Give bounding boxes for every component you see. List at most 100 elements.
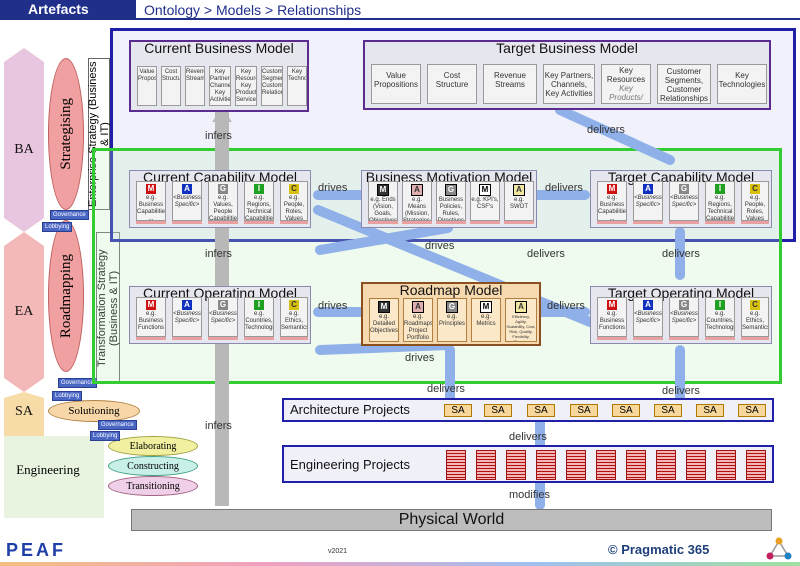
target-business-model: Target Business Model Value Propositions… bbox=[363, 40, 771, 110]
model-card[interactable]: Customer Segments, Customer Relationship… bbox=[261, 66, 283, 106]
lobbying-tag-2: Lobbying bbox=[52, 391, 83, 401]
model-card[interactable]: Ae.g. Means (Mission, Strategies, Tactic… bbox=[402, 181, 432, 221]
model-card[interactable]: Cost Structure bbox=[161, 66, 181, 106]
sa-box[interactable]: SA bbox=[654, 404, 682, 417]
label-drives: drives bbox=[318, 182, 348, 194]
phase-elaborating[interactable]: Elaborating bbox=[108, 436, 198, 456]
phase-transitioning[interactable]: Transitioning bbox=[108, 476, 198, 496]
label-delivers: delivers bbox=[427, 383, 465, 395]
engineering-project-item[interactable] bbox=[506, 450, 526, 480]
model-card[interactable]: G<Business Specific> bbox=[669, 297, 699, 337]
engineering-project-item[interactable] bbox=[476, 450, 496, 480]
phase-strategising[interactable]: Strategising bbox=[48, 58, 84, 210]
model-card[interactable]: Revenue Streams bbox=[483, 64, 537, 104]
model-card[interactable]: A<Business Specific> bbox=[172, 181, 202, 221]
engineering-project-item[interactable] bbox=[566, 450, 586, 480]
model-card[interactable]: Ie.g. Countries, Technologies bbox=[705, 297, 735, 337]
label-delivers: delivers bbox=[527, 248, 565, 260]
model-card[interactable]: Ie.g. Countries, Technologies bbox=[244, 297, 274, 337]
label-delivers: delivers bbox=[545, 182, 583, 194]
lobbying-tag-1: Lobbying bbox=[42, 222, 73, 232]
label-delivers: delivers bbox=[662, 385, 700, 397]
sa-box[interactable]: SA bbox=[570, 404, 598, 417]
phase-roadmapping[interactable]: Roadmapping bbox=[48, 220, 84, 372]
architecture-projects: Architecture Projects SA SA SA SA SA SA … bbox=[282, 398, 774, 422]
sa-box[interactable]: SA bbox=[696, 404, 724, 417]
model-card[interactable]: G<Business Specific> bbox=[208, 297, 238, 337]
artefacts-tab[interactable]: Artefacts bbox=[0, 0, 136, 20]
model-title: Current Business Model bbox=[144, 40, 294, 56]
model-card[interactable]: Key Technologies bbox=[717, 64, 767, 104]
engineering-project-item[interactable] bbox=[656, 450, 676, 480]
model-card[interactable]: Customer Segments, Customer Relationship… bbox=[657, 64, 711, 104]
physical-world: Physical World bbox=[131, 509, 772, 531]
engineering-project-item[interactable] bbox=[626, 450, 646, 480]
model-card[interactable]: Key Partners, Channels, Key Activities bbox=[543, 64, 595, 104]
model-card[interactable]: Key Technologies bbox=[287, 66, 307, 106]
label-delivers: delivers bbox=[587, 124, 625, 136]
model-card[interactable]: A<Business Specific> bbox=[172, 297, 202, 337]
level-sa: SA bbox=[15, 404, 33, 419]
model-card[interactable]: Key Partners, Channel, Key Activities bbox=[209, 66, 231, 106]
engineering-project-item[interactable] bbox=[716, 450, 736, 480]
peaf-logo: PEAF bbox=[6, 540, 67, 560]
engineering-project-item[interactable] bbox=[746, 450, 766, 480]
model-card[interactable]: Key Resources Key Products/ Services bbox=[601, 64, 651, 104]
engineering-project-item[interactable] bbox=[446, 450, 466, 480]
model-card[interactable]: Cost Structure bbox=[427, 64, 477, 104]
sa-box[interactable]: SA bbox=[738, 404, 766, 417]
footer-stripe bbox=[0, 562, 800, 566]
model-card[interactable]: Value Propositions bbox=[137, 66, 157, 106]
projects-label: Engineering Projects bbox=[290, 457, 410, 472]
label-infers: infers bbox=[205, 130, 232, 142]
card-line: Key Resources bbox=[606, 66, 646, 84]
model-card[interactable]: Value Propositions bbox=[371, 64, 421, 104]
model-card[interactable]: G<Business Specific> bbox=[669, 181, 699, 221]
sa-box[interactable]: SA bbox=[612, 404, 640, 417]
level-ea: EA bbox=[14, 304, 34, 319]
level-ba: BA bbox=[14, 142, 34, 157]
sa-box[interactable]: SA bbox=[484, 404, 512, 417]
sa-box[interactable]: SA bbox=[444, 404, 472, 417]
copyright: © Pragmatic 365 bbox=[608, 542, 710, 557]
phase-solutioning[interactable]: Solutioning bbox=[48, 400, 140, 422]
sa-box[interactable]: SA bbox=[527, 404, 555, 417]
lobbying-tag-3: Lobbying bbox=[90, 431, 121, 441]
model-card[interactable]: A<Business Specific> bbox=[633, 181, 663, 221]
breadcrumb: Ontology > Models > Relationships bbox=[136, 0, 800, 20]
model-card[interactable]: Revenue Streams bbox=[185, 66, 205, 106]
engineering-project-item[interactable] bbox=[596, 450, 616, 480]
projects-label: Architecture Projects bbox=[290, 402, 410, 417]
model-card[interactable]: A<Business Specific> bbox=[633, 297, 663, 337]
engineering-project-item[interactable] bbox=[536, 450, 556, 480]
engineering-projects: Engineering Projects bbox=[282, 445, 774, 483]
engineering-project-item[interactable] bbox=[686, 450, 706, 480]
phase-constructing[interactable]: Constructing bbox=[108, 456, 198, 476]
label-infers: infers bbox=[205, 420, 232, 432]
model-card[interactable]: Key Resources Key Products, Services bbox=[235, 66, 257, 106]
